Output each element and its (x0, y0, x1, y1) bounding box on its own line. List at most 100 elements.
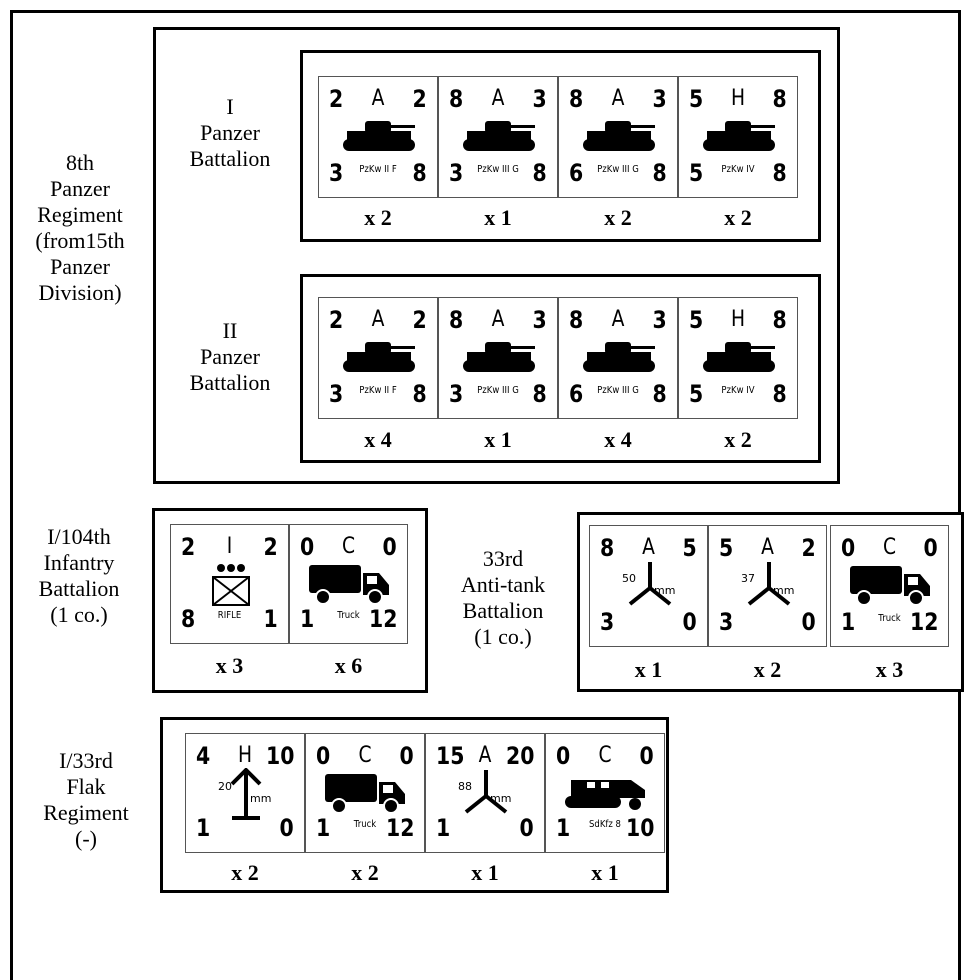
attack-value: 8 (449, 306, 464, 334)
unit-type-letter: A (371, 307, 385, 332)
movement-value: 12 (909, 608, 938, 636)
unit-name: PzKw III G (477, 385, 519, 396)
caliber-label: 50 (622, 572, 636, 585)
unit-type-letter: I (226, 534, 233, 559)
unit-type-letter: A (478, 743, 492, 768)
defense-value: 3 (329, 380, 344, 408)
flak-gun-icon (230, 768, 262, 820)
attack-value: 0 (316, 742, 331, 770)
panzer-battalion-2-label: II Panzer Battalion (189, 318, 271, 395)
unit-type-letter: A (761, 535, 774, 560)
defense-value: 6 (569, 380, 584, 408)
unit-type-letter: C (358, 743, 372, 768)
movement-value: 0 (682, 608, 697, 636)
defense-value: 8 (181, 605, 196, 633)
panzer-battalion-1-label: I Panzer Battalion (189, 94, 271, 171)
defense-value: 1 (556, 814, 571, 842)
range-value: 0 (639, 742, 654, 770)
counter-quantity: x 1 (634, 657, 663, 682)
movement-value: 12 (385, 814, 414, 842)
attack-value: 5 (689, 306, 704, 334)
counter-quantity: x 4 (604, 427, 632, 452)
counter-quantity: x 1 (591, 860, 619, 885)
range-value: 2 (263, 533, 278, 561)
antitank-gun-icon (747, 562, 791, 606)
unit-type-letter: A (611, 307, 625, 332)
movement-value: 8 (652, 380, 667, 408)
counter-quantity: x 3 (875, 657, 904, 682)
attack-value: 2 (329, 306, 344, 334)
defense-value: 5 (689, 159, 704, 187)
counter-quantity: x 4 (364, 427, 392, 452)
range-value: 0 (382, 533, 397, 561)
range-value: 2 (412, 85, 427, 113)
defense-value: 5 (689, 380, 704, 408)
truck-icon (309, 565, 389, 605)
counter-quantity: x 3 (215, 653, 244, 678)
caliber-label: 20 (218, 780, 232, 793)
unit-name: PzKw III G (597, 164, 639, 175)
movement-value: 12 (368, 605, 397, 633)
caliber-label: 88 (458, 780, 472, 793)
movement-value: 8 (532, 159, 547, 187)
caliber-unit: mm (250, 792, 272, 805)
range-value: 3 (652, 85, 667, 113)
unit-type-letter: A (642, 535, 655, 560)
antitank-battalion-label: 33rd Anti-tank Battalion (1 co.) (460, 546, 546, 649)
unit-name: SdKfz 8 (589, 819, 621, 830)
counter-quantity: x 6 (334, 653, 363, 678)
unit-name: PzKw II F (359, 164, 397, 175)
unit-type-letter: A (491, 86, 505, 111)
attack-value: 2 (329, 85, 344, 113)
attack-value: 5 (689, 85, 704, 113)
tank-icon (343, 121, 415, 151)
attack-value: 2 (181, 533, 196, 561)
range-value: 8 (772, 306, 787, 334)
unit-type-letter: A (611, 86, 625, 111)
attack-value: 0 (841, 534, 856, 562)
range-value: 2 (801, 534, 816, 562)
panzer-regiment-label: 8th Panzer Regiment (from15th Panzer Div… (35, 150, 125, 305)
movement-value: 8 (652, 159, 667, 187)
range-value: 3 (652, 306, 667, 334)
defense-value: 3 (719, 608, 734, 636)
unit-name: Truck (337, 610, 360, 621)
attack-value: 8 (449, 85, 464, 113)
unit-name: PzKw IV (721, 164, 755, 175)
counter-quantity: x 1 (484, 427, 512, 452)
truck-icon (850, 566, 930, 606)
caliber-unit: mm (773, 584, 795, 597)
unit-name: PzKw III G (597, 385, 639, 396)
unit-type-letter: C (598, 743, 612, 768)
antitank-gun-icon (464, 770, 508, 814)
caliber-unit: mm (490, 792, 512, 805)
tank-icon (703, 121, 775, 151)
infantry-battalion-label: I/104th Infantry Battalion (1 co.) (38, 524, 120, 627)
unit-type-letter: A (371, 86, 385, 111)
unit-type-letter: C (882, 535, 897, 560)
movement-value: 8 (412, 380, 427, 408)
defense-value: 1 (300, 605, 315, 633)
flak-regiment-label: I/33rd Flak Regiment (-) (43, 748, 129, 851)
range-value: 0 (399, 742, 414, 770)
tank-icon (463, 342, 535, 372)
movement-value: 8 (532, 380, 547, 408)
unit-name: RIFLE (217, 610, 242, 621)
counter-quantity: x 2 (351, 860, 379, 885)
counter-quantity: x 1 (484, 205, 512, 230)
range-value: 3 (532, 85, 547, 113)
counter-quantity: x 2 (231, 860, 259, 885)
defense-value: 3 (329, 159, 344, 187)
